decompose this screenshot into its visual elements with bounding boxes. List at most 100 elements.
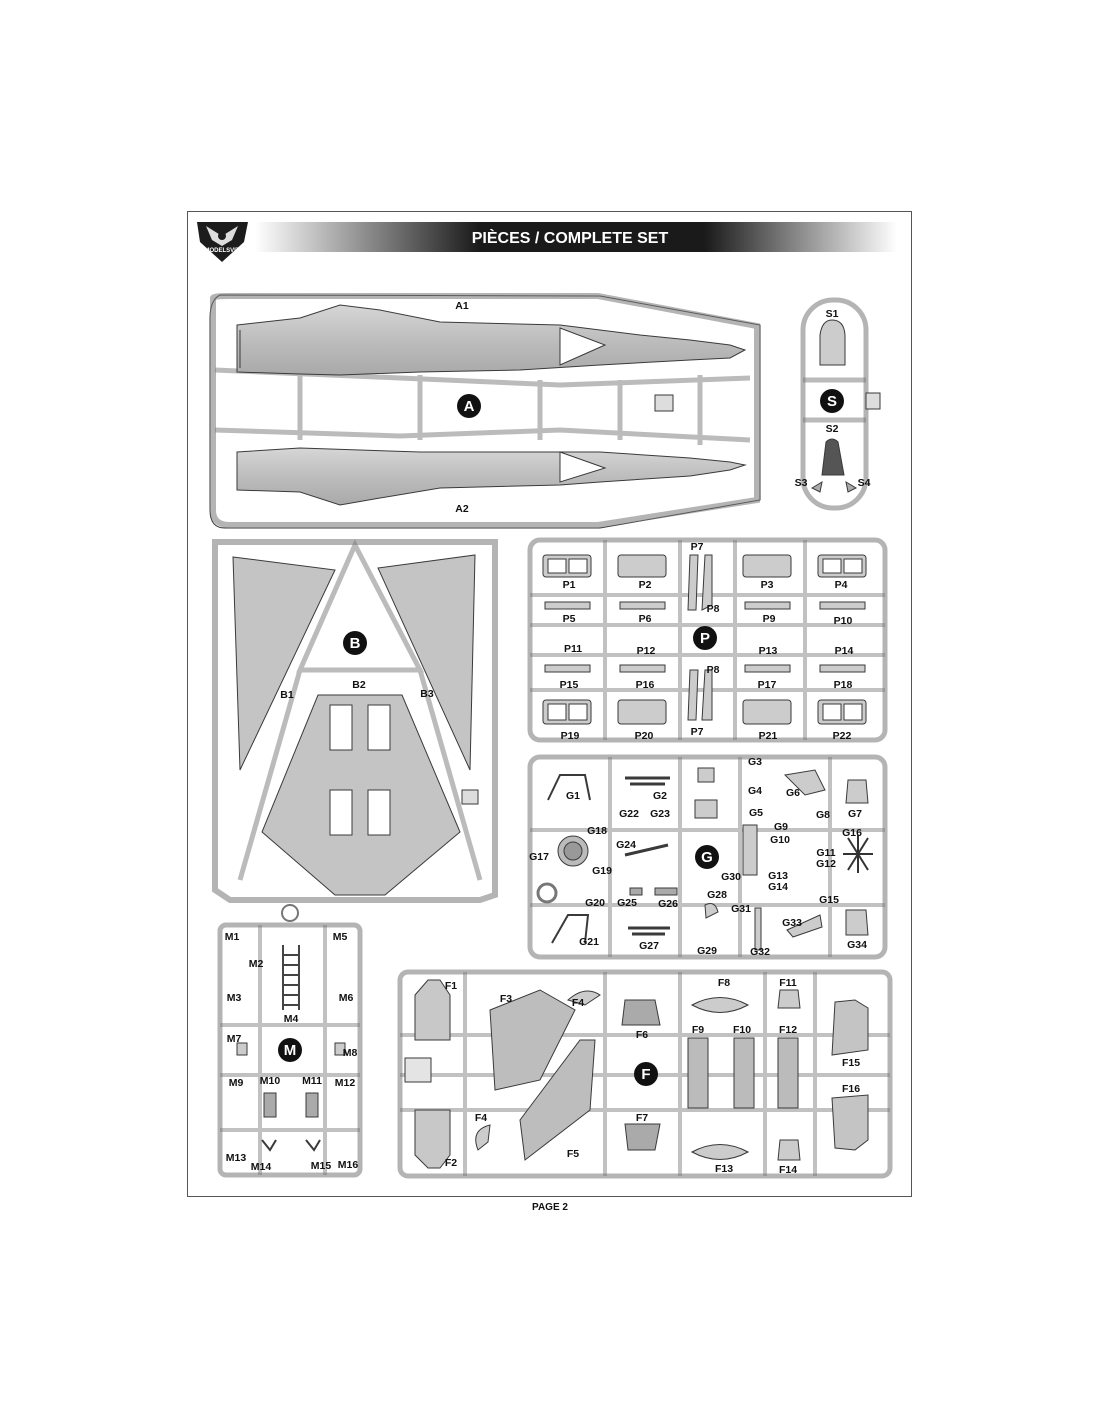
label-p9: P9 [763,613,776,625]
label-g22: G22 [619,808,639,820]
label-m4: M4 [284,1013,299,1025]
label-f10: F10 [733,1024,751,1036]
label-m7: M7 [227,1033,242,1045]
part-s2 [821,438,845,476]
label-g14: G14 [768,881,788,893]
label-f11: F11 [779,977,797,989]
part-g6 [783,769,826,796]
label-m13: M13 [226,1152,247,1164]
label-f4: F4 [572,997,584,1009]
label-g17: G17 [529,851,549,863]
label-a2: A2 [455,503,469,515]
label-g25: G25 [617,897,637,909]
label-f4-bottom: F4 [475,1112,487,1124]
label-g4: G4 [748,785,762,797]
label-g9: G9 [774,821,788,833]
part-a2-fuselage [236,447,747,506]
part-f16 [831,1094,869,1151]
label-g32: G32 [750,946,770,958]
label-p2: P2 [639,579,652,591]
label-p15: P15 [560,679,579,691]
label-p5: P5 [563,613,576,625]
label-s4: S4 [858,477,871,489]
label-p4: P4 [835,579,848,591]
label-g23: G23 [650,808,670,820]
sprue-s-badge [820,389,844,413]
label-m12: M12 [335,1077,356,1089]
sprue-b-badge [343,631,367,655]
label-b1: B1 [280,689,294,701]
sprue-m [217,904,363,1178]
label-f12: F12 [779,1024,797,1036]
label-f3: F3 [500,993,512,1005]
part-s4 [845,480,858,493]
label-g15: G15 [819,894,839,906]
label-m6: M6 [339,992,354,1004]
label-g7: G7 [848,808,862,820]
part-f5 [519,1039,596,1161]
label-p7-bottom: P7 [691,726,704,738]
label-g10: G10 [770,834,790,846]
label-s3: S3 [795,477,808,489]
label-g27: G27 [639,940,659,952]
label-m1: M1 [225,931,240,943]
part-s1-canopy [819,319,846,366]
label-g12: G12 [816,858,836,870]
label-g3: G3 [748,756,762,768]
part-f8 [690,997,750,1013]
part-f10 [733,1037,755,1109]
page-number: PAGE 2 [532,1202,568,1213]
label-p3: P3 [761,579,774,591]
part-f6 [621,999,661,1026]
sprue-m-labels: M1 M2 M3 M4 M5 M6 M7 M8 M9 M10 M11 M12 M… [225,931,359,1173]
sprue-p [527,537,888,743]
part-f4-bottom [475,1124,491,1151]
label-g29: G29 [697,945,717,957]
label-p14: P14 [835,645,854,657]
label-b3: B3 [420,688,434,700]
label-s1: S1 [826,308,839,320]
label-m11: M11 [302,1075,322,1087]
part-s3 [810,480,823,493]
label-m2: M2 [249,958,264,970]
label-f1: F1 [445,980,457,992]
label-p19: P19 [561,730,580,742]
label-f6: F6 [636,1029,648,1041]
label-g24: G24 [616,839,636,851]
label-p1: P1 [563,579,576,591]
part-g24 [624,843,669,857]
label-p8-bottom: P8 [707,664,720,676]
label-m16: M16 [338,1159,359,1171]
sprue-m-badge [278,1038,302,1062]
label-g30: G30 [721,871,741,883]
label-p11: P11 [564,643,582,655]
part-g27 [628,926,670,936]
label-g18: G18 [587,825,607,837]
label-m8: M8 [343,1047,358,1059]
label-p21: P21 [759,730,778,742]
label-p22: P22 [833,730,852,742]
label-p17: P17 [758,679,777,691]
sprue-f-badge [634,1062,658,1086]
sprue-m-letter: M [284,1042,297,1059]
label-p7-top: P7 [691,541,704,553]
sprue-p-badge [693,626,717,650]
label-b2: B2 [352,679,366,691]
label-g19: G19 [592,865,612,877]
sprue-g-letter: G [701,849,713,866]
sprue-s-letter: S [827,393,837,410]
label-p20: P20 [635,730,654,742]
label-f8: F8 [718,977,730,989]
header-bar [255,222,897,252]
label-g16: G16 [842,827,862,839]
label-m14: M14 [251,1161,272,1173]
label-p10: P10 [834,615,853,627]
sprue-a [209,293,761,529]
sprue-p-labels: P1 P2 P3 P4 P5 P6 P7 P8 P9 P10 P11 P12 P… [560,541,854,742]
part-m4-ladder [282,945,300,1010]
label-m10: M10 [260,1075,281,1087]
part-b2-lower-fuselage [261,694,461,896]
part-g16 [843,835,873,873]
label-g8: G8 [816,809,830,821]
label-g26: G26 [658,898,678,910]
